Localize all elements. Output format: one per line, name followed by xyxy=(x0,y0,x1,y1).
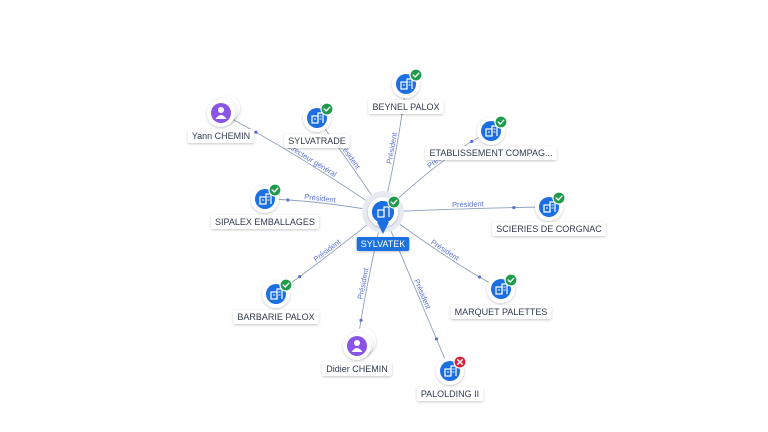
person-icon xyxy=(351,340,363,352)
node-label-text: SCIERIES DE CORGNAC xyxy=(496,224,602,234)
edge-arrow-icon xyxy=(434,337,439,341)
company-node[interactable]: SYLVATRADE xyxy=(284,102,350,148)
node-label: ETABLISSEMENT COMPAG... xyxy=(425,146,557,160)
relation-label: Président xyxy=(304,192,337,205)
node-label-text: Yann CHEMIN xyxy=(192,131,250,141)
check-badge-icon xyxy=(387,195,401,209)
building-icon xyxy=(377,206,390,218)
node-label: SIPALEX EMBALLAGES xyxy=(211,215,319,229)
node-label-text: MARQUET PALETTES xyxy=(455,307,548,317)
node-label: SYLVATRADE xyxy=(284,134,350,148)
check-badge-icon xyxy=(494,115,508,129)
relation-edge: Président xyxy=(382,199,550,213)
person-node[interactable]: Didier CHEMIN xyxy=(322,328,392,376)
node-label: MARQUET PALETTES xyxy=(450,305,552,319)
person-icon xyxy=(215,107,227,119)
center-label: SYLVATEK xyxy=(356,237,410,251)
node-label: BEYNEL PALOX xyxy=(368,100,444,114)
node-label: BARBARIE PALOX xyxy=(233,310,319,324)
node-label-text: BEYNEL PALOX xyxy=(372,102,439,112)
company-node[interactable]: ETABLISSEMENT COMPAG... xyxy=(425,115,557,160)
building-icon xyxy=(543,201,556,213)
node-label: PALOLDING II xyxy=(416,387,484,401)
node-label-text: PALOLDING II xyxy=(421,389,479,399)
node-label: SCIERIES DE CORGNAC xyxy=(492,222,606,236)
company-node[interactable]: BARBARIE PALOX xyxy=(233,278,319,324)
company-node[interactable]: BEYNEL PALOX xyxy=(368,68,444,114)
building-icon xyxy=(400,78,413,90)
check-badge-icon xyxy=(320,102,334,116)
building-icon xyxy=(485,125,498,137)
check-badge-icon xyxy=(504,273,518,287)
center-node[interactable]: SYLVATEK xyxy=(356,191,410,251)
company-node[interactable]: MARQUET PALETTES xyxy=(450,273,552,319)
node-label-text: SYLVATRADE xyxy=(288,136,346,146)
edge-arrow-icon xyxy=(286,198,290,202)
center-pin-tail xyxy=(377,222,389,234)
building-icon xyxy=(444,365,457,377)
node-label: Yann CHEMIN xyxy=(187,129,255,143)
nodes-layer: BEYNEL PALOX ETABLISSEMENT COMPAG... SCIER… xyxy=(187,68,606,401)
relation-label: Président xyxy=(312,237,343,264)
node-label-text: BARBARIE PALOX xyxy=(237,312,314,322)
company-node[interactable]: SIPALEX EMBALLAGES xyxy=(211,183,319,229)
edge-arrow-icon xyxy=(254,130,258,134)
relation-label: Président xyxy=(356,266,371,300)
relation-label: Président xyxy=(429,238,461,263)
node-label-text: Didier CHEMIN xyxy=(326,364,388,374)
edge-arrow-icon xyxy=(359,318,363,322)
node-label-text: SIPALEX EMBALLAGES xyxy=(215,217,315,227)
company-node[interactable]: PALOLDING II xyxy=(416,355,484,401)
node-label: Didier CHEMIN xyxy=(322,362,392,376)
edge-arrow-icon xyxy=(512,205,516,210)
node-label-text: SYLVATEK xyxy=(361,239,406,249)
building-icon xyxy=(270,288,283,300)
company-node[interactable]: SCIERIES DE CORGNAC xyxy=(492,191,606,236)
building-icon xyxy=(311,112,324,124)
edge-arrow-icon xyxy=(298,275,302,279)
node-label-text: ETABLISSEMENT COMPAG... xyxy=(429,148,552,158)
check-badge-icon xyxy=(268,183,282,197)
error-badge-icon xyxy=(453,355,467,369)
relation-label: Président xyxy=(452,199,485,209)
building-icon xyxy=(495,283,508,295)
building-icon xyxy=(259,193,272,205)
edge-arrow-icon xyxy=(477,275,482,279)
person-node[interactable]: Yann CHEMIN xyxy=(187,95,255,143)
check-badge-icon xyxy=(279,278,293,292)
edge-arrow-icon xyxy=(470,139,474,144)
check-badge-icon xyxy=(552,191,566,205)
check-badge-icon xyxy=(409,68,423,82)
relation-label: Président xyxy=(385,131,400,165)
